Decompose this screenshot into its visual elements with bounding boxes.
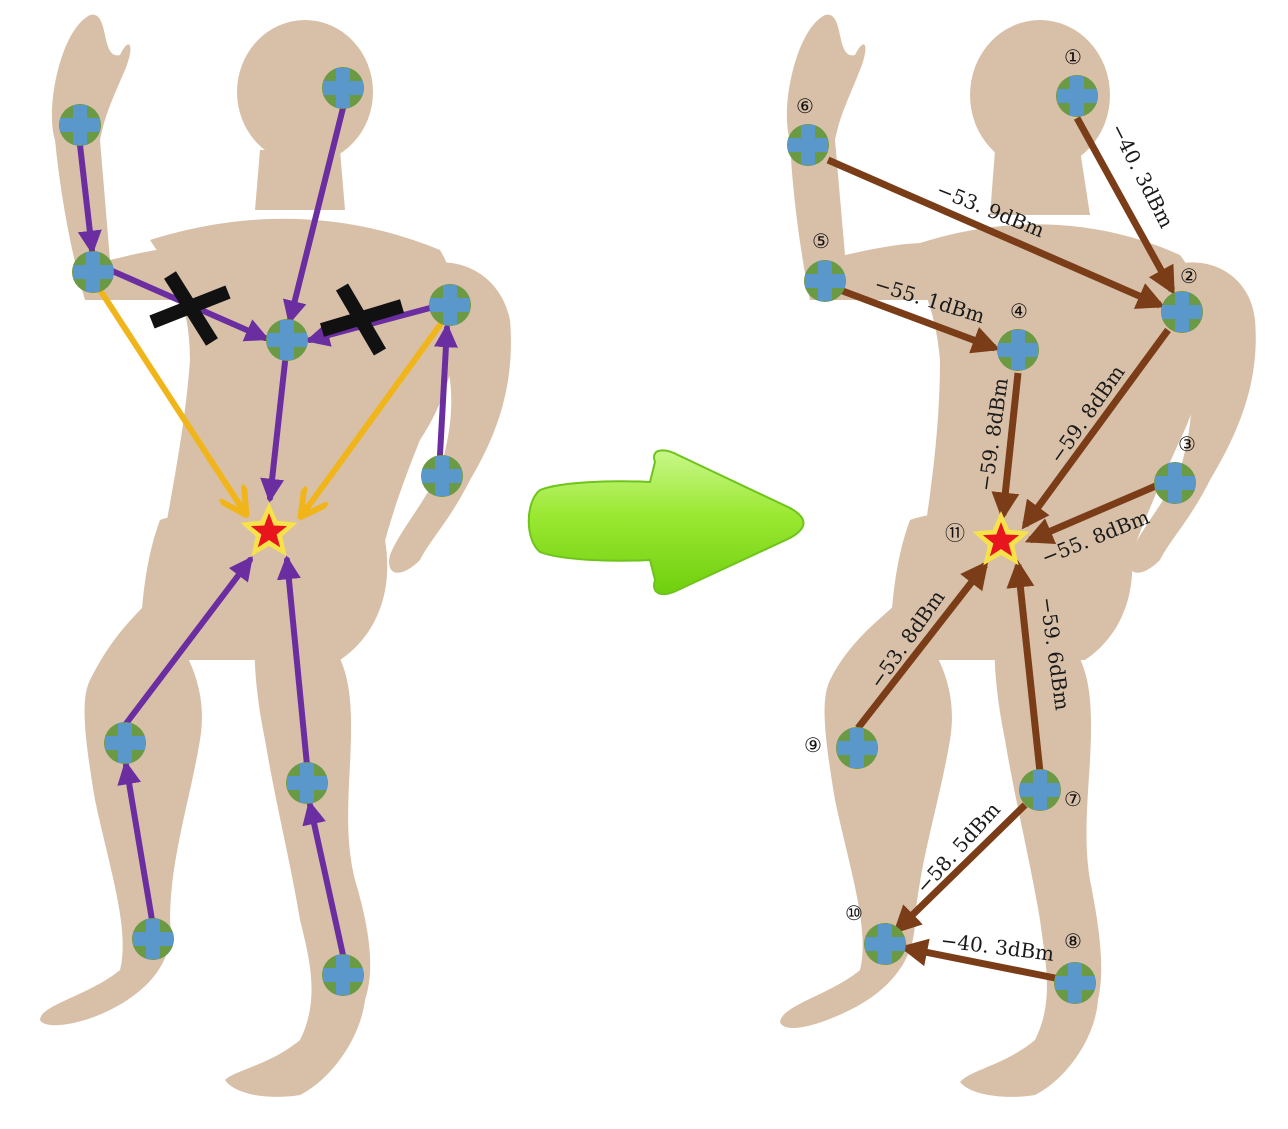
cross-mark-left: [149, 271, 231, 346]
left-sensor-forearm: [421, 455, 463, 497]
left-link-chest-hub: [260, 359, 288, 503]
left-links: [77, 105, 458, 958]
node-label-1: ①: [1064, 45, 1082, 69]
right-nodes: [787, 75, 1203, 1004]
left-link-head-chest: [283, 105, 346, 325]
right-sensor-3: [1154, 462, 1196, 504]
left-link-wrist-shoulder: [433, 323, 458, 458]
right-links: [826, 116, 1176, 982]
right-sensor-11-hub: [972, 511, 1030, 566]
right-link-4-11: [991, 372, 1022, 521]
right-link-2-11: [1021, 327, 1171, 530]
right-link-7-11: [1006, 559, 1044, 773]
transition-arrow: [527, 449, 805, 596]
left-link-ankle-knee: [117, 760, 155, 923]
left-sensor-wrist: [59, 104, 101, 146]
left-sensor-ankle-left: [132, 918, 174, 960]
left-sensor-head: [322, 67, 364, 109]
node-label-7: ⑦: [1064, 787, 1082, 811]
right-sensor-2: [1161, 291, 1203, 333]
right-link-8-10: [899, 938, 1056, 982]
node-label-9: ⑨: [804, 733, 822, 757]
left-hub-star: [240, 502, 298, 557]
left-sensor-elbow: [72, 251, 114, 293]
left-link-ankle2-knee2: [302, 800, 346, 958]
node-label-2: ②: [1180, 264, 1198, 288]
right-sensor-5: [804, 260, 846, 302]
right-link-7-10: [892, 802, 1028, 934]
right-sensor-7: [1019, 769, 1061, 811]
right-link-9-11: [855, 560, 989, 731]
right-sensor-9: [836, 727, 878, 769]
right-body-silhouette: [780, 14, 1256, 1097]
cross-marks: [149, 271, 405, 356]
left-body-silhouette: [40, 14, 511, 1097]
right-link-5-4: [838, 286, 1001, 354]
cross-mark-right: [319, 283, 405, 356]
node-label-8: ⑧: [1064, 929, 1082, 953]
right-link-3-11: [1024, 481, 1160, 545]
right-sensor-4: [997, 329, 1039, 371]
left-link-elbow-hub-yellow: [97, 287, 245, 513]
left-sensor-shoulder: [429, 284, 471, 326]
left-link-shoulder-hub-yellow: [302, 322, 443, 515]
left-link-knee-hub: [122, 556, 253, 728]
right-sensor-1: [1056, 75, 1098, 117]
left-link-knee2-hub: [276, 555, 310, 768]
left-link-wrist-elbow: [77, 142, 102, 255]
left-sensor-knee-right: [286, 762, 328, 804]
right-sensor-10: [864, 923, 906, 965]
node-label-6: ⑥: [796, 94, 814, 118]
right-link-6-2: [826, 156, 1166, 309]
left-sensor-ankle-right: [322, 954, 364, 996]
node-label-11: ⑪: [945, 521, 965, 545]
node-label-5: ⑤: [812, 229, 830, 253]
node-number-labels: ① ② ③ ④ ⑤ ⑥ ⑦ ⑧ ⑨ ⑩ ⑪: [796, 45, 1198, 953]
left-sensor-knee-left: [104, 722, 146, 764]
right-sensor-8: [1054, 962, 1096, 1004]
node-label-4: ④: [1010, 299, 1028, 323]
node-label-3: ③: [1178, 432, 1196, 456]
left-nodes: [59, 67, 471, 996]
left-sensor-chest: [266, 319, 308, 361]
link-label-1-2: −40. 3dBm: [1106, 119, 1179, 232]
right-link-1-2: [1073, 116, 1176, 295]
right-sensor-6: [787, 124, 829, 166]
node-label-10: ⑩: [845, 901, 863, 925]
